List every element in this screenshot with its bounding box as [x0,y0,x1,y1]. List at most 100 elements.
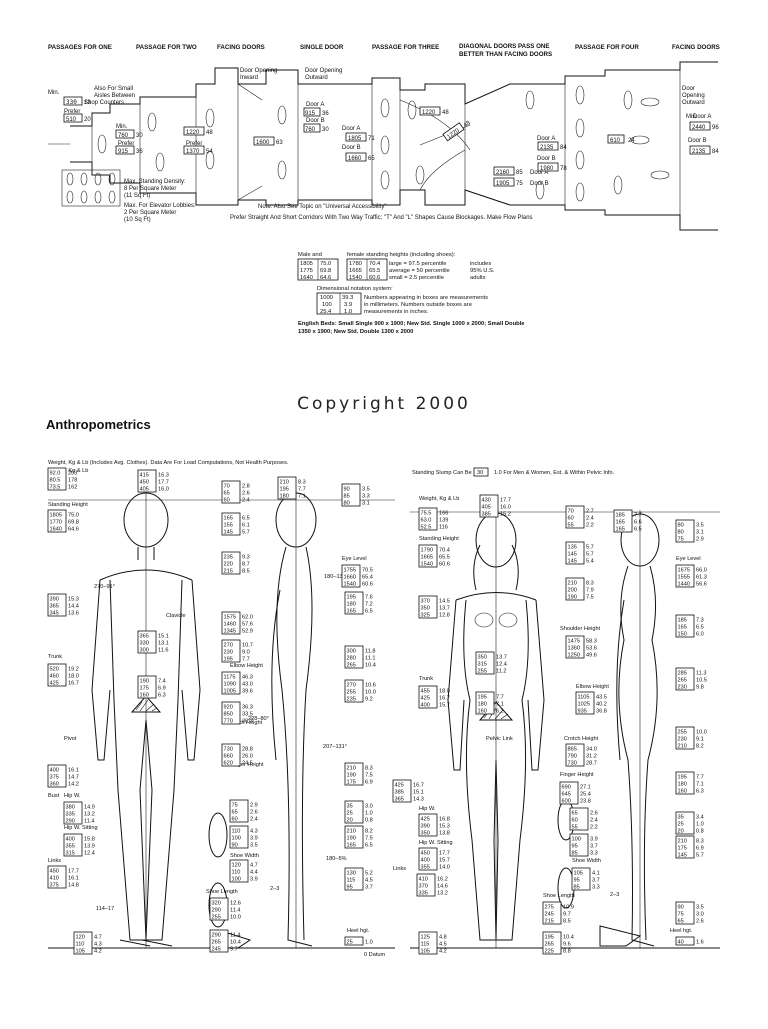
dimension-mm: 230 [678,685,687,691]
dimension-mm: 365 [140,634,149,640]
header-passages-one: PASSAGES FOR ONE [48,44,112,51]
dimension-mm: 175 [347,780,356,786]
dimension-in: 16.2 [437,877,448,883]
dimension-mm: 63.0 [421,518,432,524]
includes-3: adults [470,275,486,281]
dimension-mm: 215 [224,569,233,575]
f-label-finger: Finger Height [560,772,594,778]
dimension-in: 2.7 [586,509,594,515]
dimension-frame [569,833,589,857]
dimension-frame [209,897,229,921]
header-passage-two: PASSAGE FOR TWO [136,44,197,51]
dim-1220c: 1220 [422,110,436,116]
dimension-in: 16.7 [439,696,450,702]
dimension-mm: 385 [395,790,404,796]
anthropometrics-figure: Weight, Kg & Lb (Includes Avg. Clothes).… [47,460,720,958]
dim-36: 36 [136,149,143,155]
header-facing-doors-right: FACING DOORS [672,44,720,51]
dimension-in: 6.3 [158,693,166,699]
angle-114-17: 114–17 [96,906,114,912]
dimension-in: 16.0 [158,487,169,493]
dimension-in: 7.5 [586,595,594,601]
dimension-frame [221,743,241,767]
dim-1370: 1370 [186,149,200,155]
dimension-mm: 350 [421,831,430,837]
dimension-frame [344,825,364,849]
dim-760: 760 [118,133,129,139]
dimension-in: 10.4 [365,663,376,669]
dimension-in: 14.0 [439,865,450,871]
door-opening-inward-2: Inward [240,75,258,81]
dimension-mm: 110 [232,829,241,835]
dimension-frame [221,480,241,504]
dimension-in: 7.3 [696,618,704,624]
header-facing-doors: FACING DOORS [217,44,265,51]
dimension-in: 7.5 [365,773,373,779]
dimension-in: 15.1 [158,634,169,640]
dimension-mm: 425 [50,681,59,687]
corridor-plan: PASSAGES FOR ONE PASSAGE FOR TWO FACING … [48,43,720,231]
dimension-mm: 195 [224,657,233,663]
dimension-mm: 315 [478,662,487,668]
male-h-1: 1805 [300,261,313,267]
door-opening-right-3: Outward [682,100,705,106]
weight-note: Weight, Kg & Lb (Includes Avg. Clothes).… [48,460,289,466]
dimension-mm: 190 [568,595,577,601]
label-prefer: Prefer [64,109,80,115]
dimension-in: 33.5 [242,712,253,718]
dimension-frame [675,726,695,750]
dimension-mm: 1575 [224,615,236,621]
dimension-mm: 865 [568,747,577,753]
dimension-mm: 105 [421,949,430,955]
dimension-mm: 220 [224,562,233,568]
dimension-mm: 660 [224,754,233,760]
female-h-1: 1780 [349,261,362,267]
dimension-mm: 265 [545,942,554,948]
dimension-mm: 165 [347,843,356,849]
dimension-frame [229,825,249,849]
dimension-frame [137,675,157,699]
dimension-mm: 270 [347,683,356,689]
dimension-mm: 195 [478,695,487,701]
dimension-frame [341,564,361,588]
dim-610: 610 [610,138,621,144]
label-hip-w-sitting: Hip W. Sitting [64,825,98,831]
notation-1i: 39.3 [342,295,353,301]
f-label-links: Links [393,866,406,872]
dimension-in: 16.7 [413,783,424,789]
dimension-in: 12.8 [439,613,450,619]
dimension-mm: 425 [421,696,430,702]
dimension-in: 17.7 [439,851,450,857]
dimension-in: 3.5 [362,487,370,493]
dimension-mm: 1005 [224,689,236,695]
dimension-mm: 65 [572,811,578,817]
dimension-in: 10.9 [563,905,574,911]
dimension-frame [344,762,364,786]
dimension-in: 10.7 [242,643,253,649]
dimension-mm: 325 [421,613,430,619]
people-plan [61,85,670,207]
dimension-in: 11.8 [365,649,375,655]
label-elbow-height: Elbow Height [230,663,263,669]
dimension-in: 10.4 [563,935,574,941]
pct-large: large = 97.5 percentile [389,261,447,267]
angle-2-3: 2–3 [270,886,279,892]
dimension-mm: 20 [678,829,684,835]
dimension-in: 14.2 [68,782,79,788]
male-h-3: 1640 [300,275,313,281]
dimension-in: 19.2 [68,667,79,673]
dimension-in: 14.9 [84,805,95,811]
dimension-in: 4.8 [439,935,447,941]
dim-1660: 1660 [348,156,362,162]
dimension-in: 7.2 [365,602,373,608]
door-a-label-2: Door A [342,126,360,132]
